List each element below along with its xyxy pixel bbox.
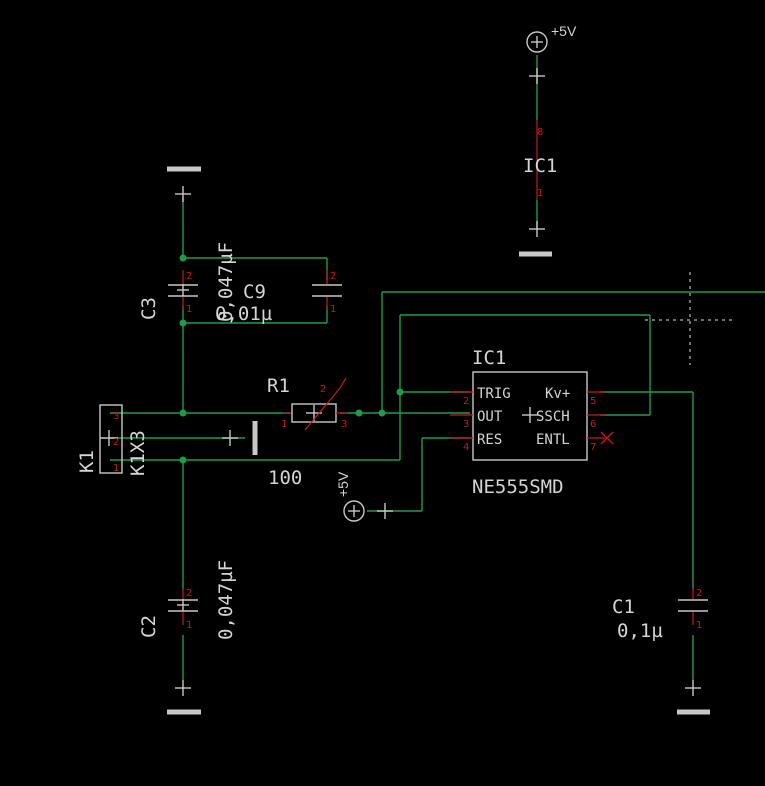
pin-number: 1 bbox=[186, 304, 192, 315]
c2-name: C2 bbox=[138, 615, 160, 638]
vcc-label: +5V bbox=[551, 23, 577, 39]
pin-label: OUT bbox=[477, 409, 503, 425]
c1-name: C1 bbox=[612, 596, 635, 618]
pin-number: 3 bbox=[113, 411, 119, 422]
wires bbox=[110, 55, 765, 680]
resistor-r1[interactable]: 1 2 3 R1 100 bbox=[267, 375, 348, 489]
junction-dot bbox=[396, 388, 404, 396]
c9-value: 0,01µ bbox=[215, 303, 272, 325]
pin-label: SSCH bbox=[536, 409, 570, 425]
r1-name: R1 bbox=[267, 375, 290, 397]
ic-name: IC1 bbox=[472, 347, 506, 369]
capacitor-c3[interactable]: 2 1 C3 0,047µF bbox=[138, 242, 237, 322]
pin-number: 3 bbox=[341, 419, 347, 430]
junction-dot bbox=[179, 409, 187, 417]
pin-number: 1 bbox=[281, 419, 287, 430]
ic-ne555[interactable]: IC1 NE555SMD 2 3 4 TRIG OUT RES 5 6 7 Kv… bbox=[450, 347, 614, 498]
c2-value: 0,047µF bbox=[215, 560, 237, 640]
pin-number: 7 bbox=[590, 442, 596, 453]
pin-number: 2 bbox=[186, 588, 192, 599]
pin-number: 2 bbox=[113, 437, 119, 448]
pin-number: 2 bbox=[696, 588, 702, 599]
pin-label: TRIG bbox=[477, 386, 511, 402]
pin-label: ENTL bbox=[536, 432, 570, 448]
k1-name: K1 bbox=[76, 450, 98, 473]
ground-bottom-right[interactable] bbox=[677, 680, 710, 715]
pin-number: 1 bbox=[330, 304, 336, 315]
pin-number: 2 bbox=[330, 271, 336, 282]
no-connect-icon bbox=[600, 431, 614, 445]
c9-name: C9 bbox=[243, 281, 266, 303]
junction-dot bbox=[179, 456, 187, 464]
capacitor-c1[interactable]: 2 1 C1 0,1µ bbox=[612, 588, 708, 642]
junction-dot bbox=[378, 409, 386, 417]
terminal-marker bbox=[222, 421, 258, 455]
ic-value: NE555SMD bbox=[472, 476, 564, 498]
vcc-supply-middle[interactable]: +5V bbox=[335, 471, 393, 522]
ic-power-unit[interactable]: 8 IC1 1 bbox=[519, 120, 557, 257]
connector-k1[interactable]: 3 2 1 K1 K1X3 bbox=[76, 404, 149, 476]
pin-number: 5 bbox=[590, 396, 596, 407]
pin-number: 1 bbox=[537, 188, 543, 199]
pin-label: Kv+ bbox=[545, 386, 570, 402]
ic-power-name: IC1 bbox=[523, 155, 557, 177]
pin-label: RES bbox=[477, 432, 502, 448]
c1-value: 0,1µ bbox=[617, 620, 663, 642]
vcc-supply-top[interactable]: +5V bbox=[526, 23, 577, 84]
pin-number: 6 bbox=[590, 419, 596, 430]
k1-value: K1X3 bbox=[127, 430, 149, 476]
junction-dot bbox=[179, 254, 187, 262]
pin-number: 1 bbox=[696, 620, 702, 631]
pin-number: 2 bbox=[463, 396, 469, 407]
pin-number: 2 bbox=[320, 384, 326, 395]
pin-number: 8 bbox=[537, 127, 543, 138]
junction-dot bbox=[355, 409, 363, 417]
pin-number: 1 bbox=[113, 463, 119, 474]
r1-value: 100 bbox=[268, 467, 302, 489]
c3-name: C3 bbox=[138, 297, 160, 320]
ground-bottom-left[interactable] bbox=[167, 680, 201, 715]
crosshair-cursor-icon bbox=[645, 272, 735, 365]
capacitor-c2[interactable]: 2 1 C2 0,047µF bbox=[138, 560, 237, 640]
c3-value: 0,047µF bbox=[215, 242, 237, 322]
pin-number: 3 bbox=[463, 419, 469, 430]
pin-number: 1 bbox=[186, 620, 192, 631]
junctions bbox=[179, 254, 404, 464]
vcc-label: +5V bbox=[335, 471, 351, 497]
ground-top-left[interactable] bbox=[167, 166, 201, 202]
pin-number: 2 bbox=[186, 271, 192, 282]
junction-dot bbox=[179, 319, 187, 327]
capacitor-c9[interactable]: 2 1 C9 0,01µ bbox=[215, 270, 342, 325]
pin-number: 4 bbox=[463, 442, 469, 453]
